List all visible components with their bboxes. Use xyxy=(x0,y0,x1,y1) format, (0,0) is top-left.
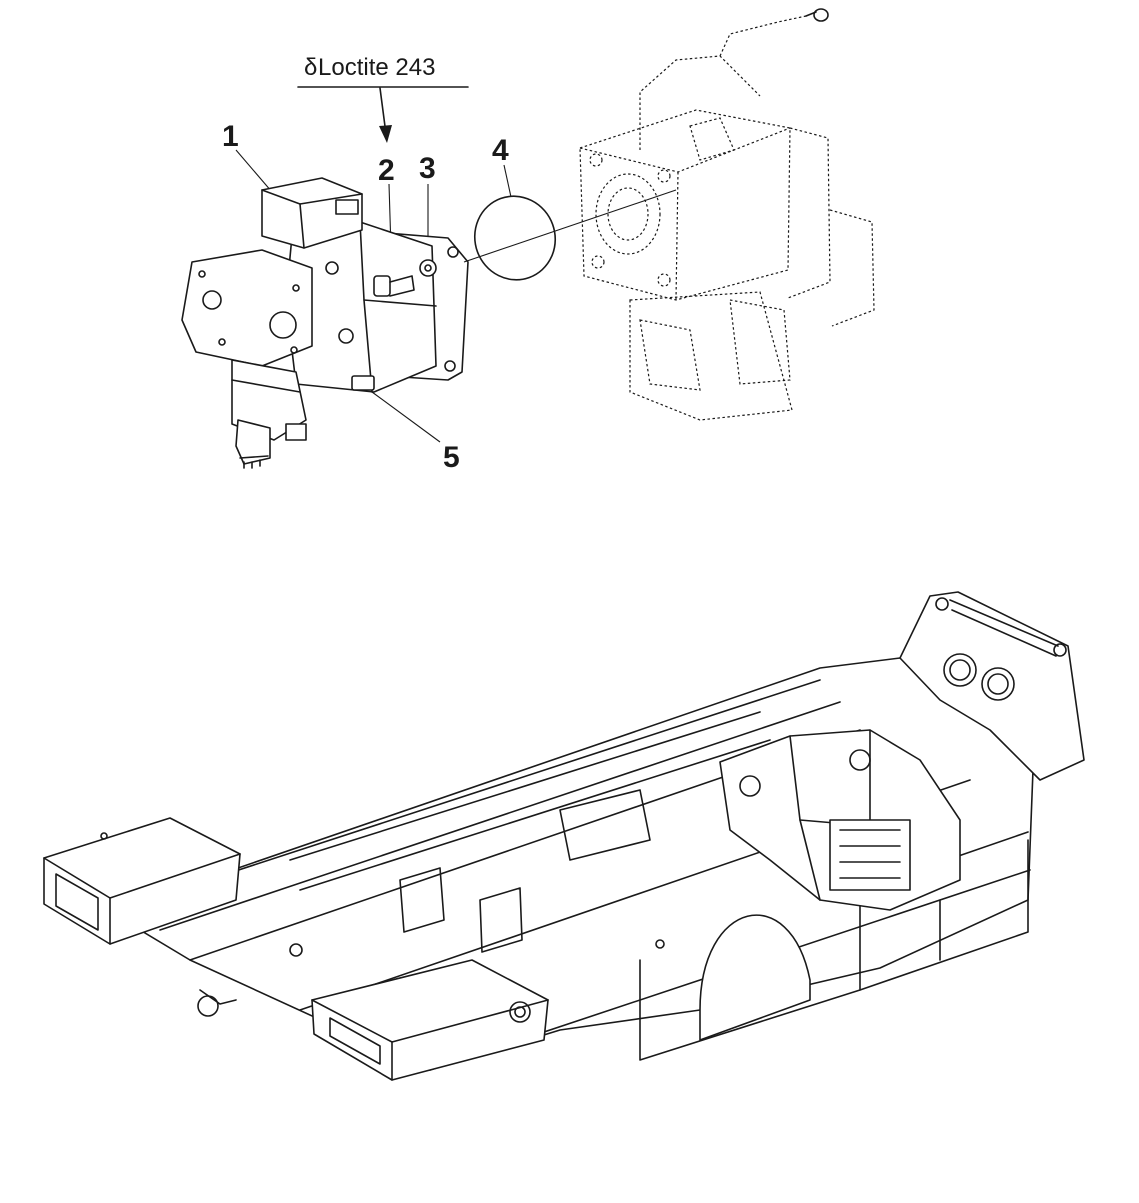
note-text: Loctite 243 xyxy=(318,54,435,81)
note-symbol: δ xyxy=(304,54,317,81)
transmission xyxy=(579,8,875,421)
hydraulic-pump xyxy=(181,177,469,469)
callout-4: 4 xyxy=(492,134,509,167)
note-arrow-head xyxy=(379,125,392,143)
leader-1 xyxy=(235,149,273,193)
washer xyxy=(419,259,437,277)
callout-5: 5 xyxy=(443,441,460,474)
leader-5 xyxy=(371,391,441,443)
callout-1: 1 xyxy=(222,120,239,153)
callout-2: 2 xyxy=(378,154,395,187)
o-ring xyxy=(473,195,557,281)
callout-labels: 1 2 3 4 5 xyxy=(222,120,509,474)
assembly-axis-line xyxy=(463,189,677,263)
loctite-note: δ Loctite 243 xyxy=(297,54,469,143)
fitting xyxy=(351,375,375,391)
bolt xyxy=(373,275,415,297)
machine-frame xyxy=(43,591,1085,1081)
leader-4 xyxy=(503,164,512,198)
callout-3: 3 xyxy=(419,152,436,185)
